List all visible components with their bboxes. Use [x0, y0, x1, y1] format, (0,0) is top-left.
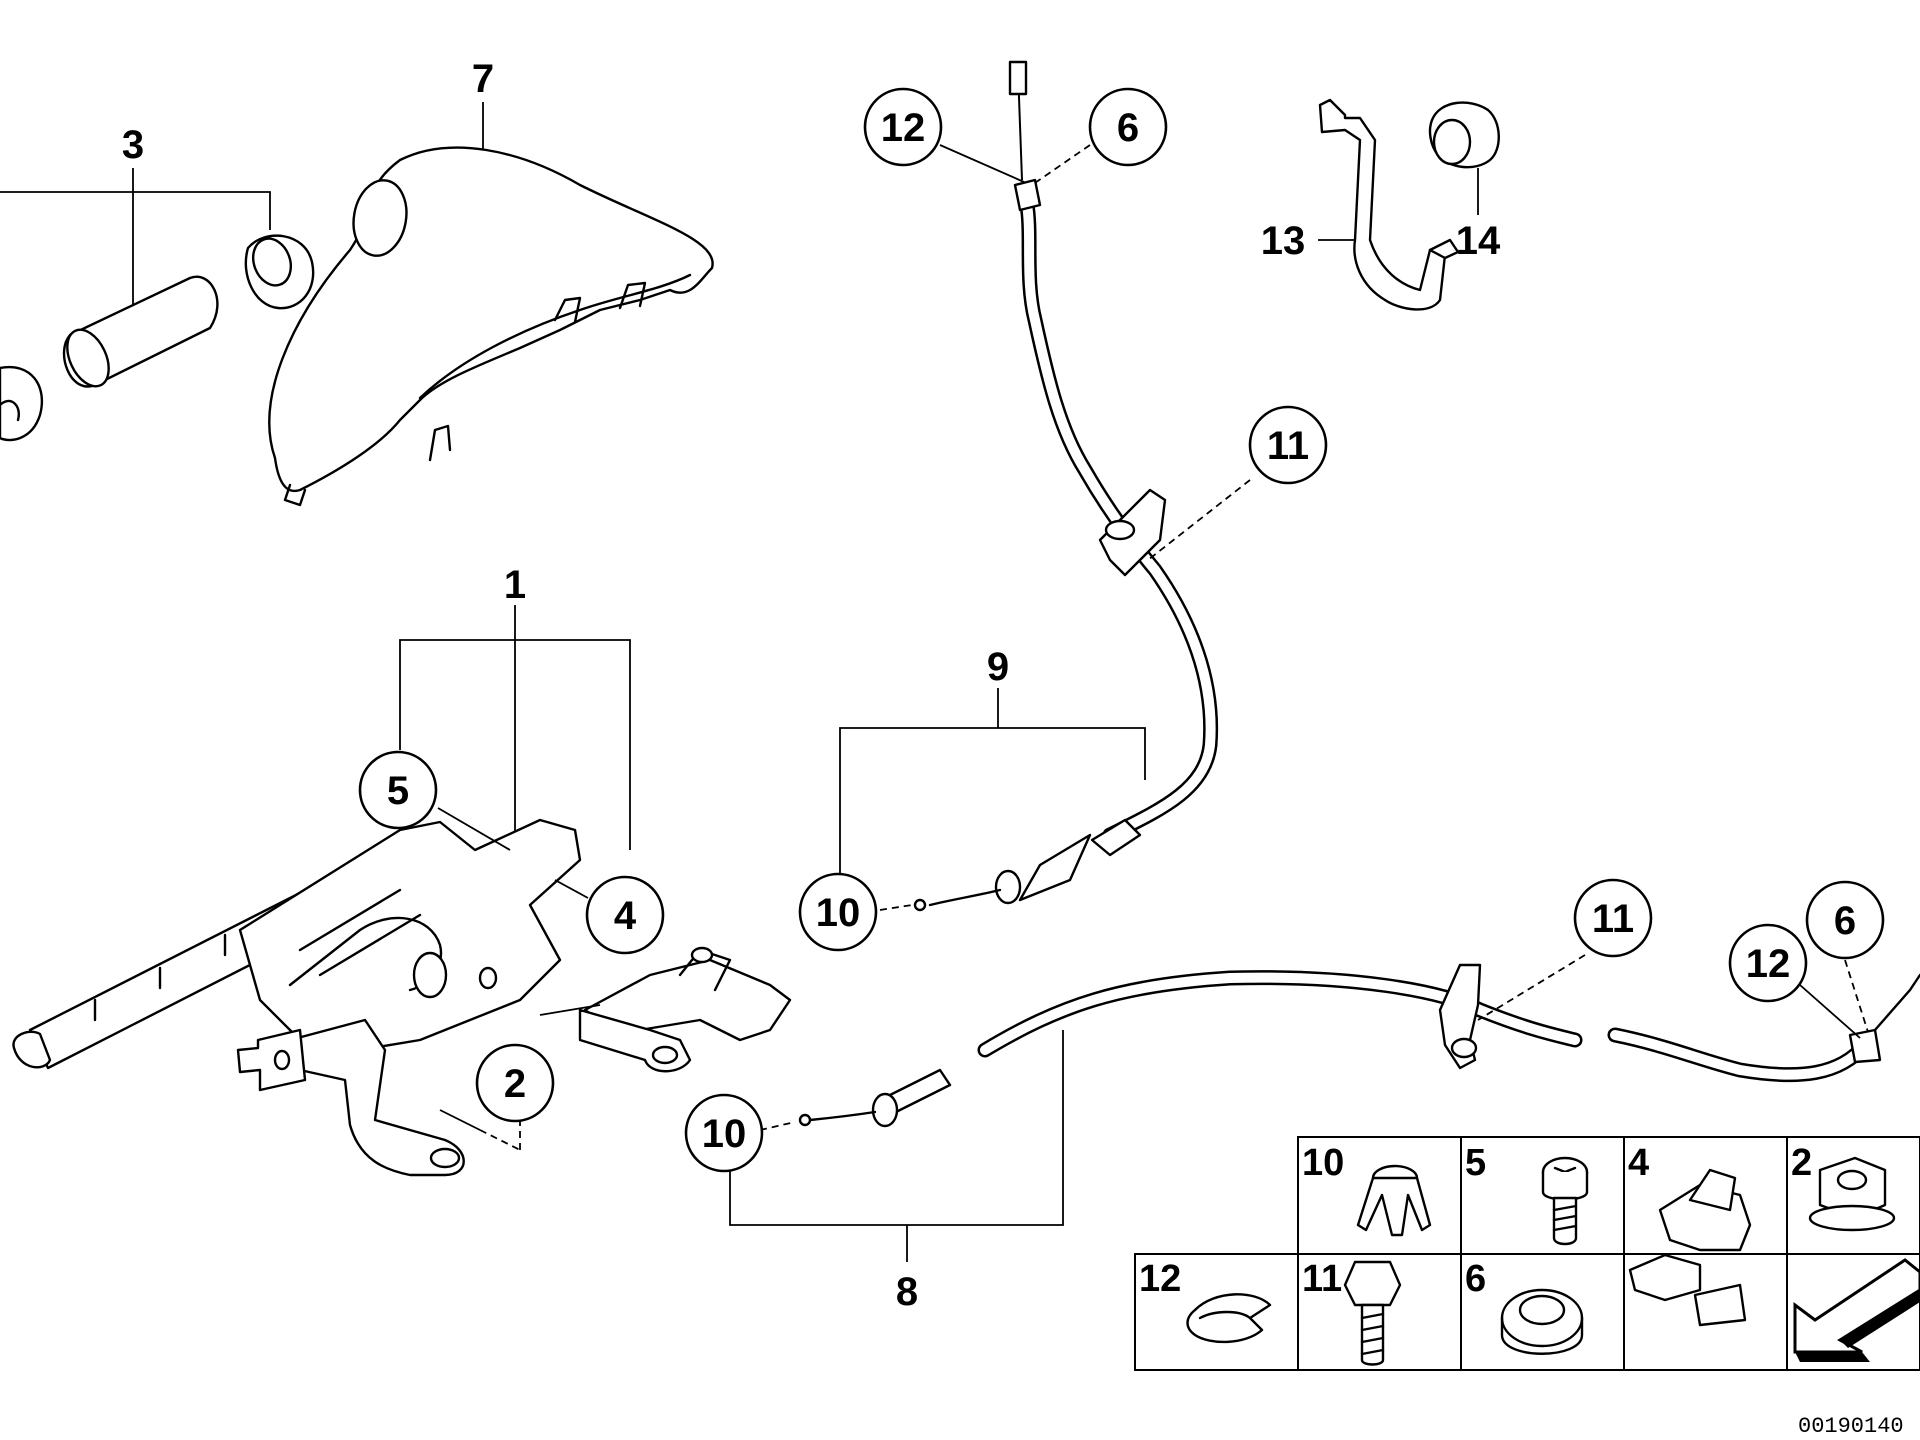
callout-10-upper: 10 [798, 872, 878, 952]
orientation-arrow-icon [1793, 1258, 1920, 1362]
svg-text:11: 11 [1592, 897, 1634, 941]
svg-text:10: 10 [816, 891, 861, 935]
callout-11-top: 11 [1248, 405, 1328, 485]
part-13-label: 13 [1261, 219, 1306, 263]
part-7-label: 7 [472, 57, 494, 101]
handbrake-lever-assembly: 1 [12, 563, 792, 1177]
handbrake-cable-right: 8 [729, 963, 1920, 1314]
legend-label-12: 12 [1139, 1258, 1181, 1300]
grommet-icon [1500, 1288, 1584, 1355]
part-9-label: 9 [987, 645, 1009, 689]
svg-text:6: 6 [1834, 899, 1856, 943]
callout-12-right: 12 [1728, 923, 1808, 1003]
legend-label-2: 2 [1791, 1142, 1812, 1184]
callout-4: 4 [585, 875, 665, 955]
document-number: 00190140 [1798, 1414, 1904, 1439]
part-14-label: 14 [1456, 219, 1501, 263]
part-8-label: 8 [896, 1270, 918, 1314]
screw-icon [1541, 1156, 1589, 1246]
svg-text:2: 2 [504, 1062, 526, 1106]
callout-2: 2 [475, 1043, 555, 1123]
flange-nut-icon [1808, 1156, 1896, 1232]
svg-text:6: 6 [1117, 106, 1139, 150]
retaining-clip-icon [1186, 1293, 1272, 1344]
svg-text:11: 11 [1267, 424, 1309, 468]
cable-clamp-icon [1628, 1168, 1752, 1327]
legend-label-4: 4 [1628, 1142, 1649, 1184]
callout-5: 5 [358, 750, 438, 830]
callout-10-lower: 10 [684, 1093, 764, 1173]
callout-6-top: 6 [1088, 87, 1168, 167]
callout-6-right: 6 [1805, 880, 1885, 960]
svg-text:10: 10 [702, 1112, 747, 1156]
hex-bolt-icon [1343, 1260, 1402, 1366]
callout-11-right: 11 [1573, 878, 1653, 958]
legend-label-5: 5 [1465, 1142, 1486, 1184]
handle-sleeve-group: 3 [0, 123, 315, 442]
hardware-legend: 10 5 4 2 12 11 6 [1134, 1136, 1920, 1371]
svg-text:4: 4 [614, 894, 637, 938]
legend-label-10: 10 [1302, 1142, 1344, 1184]
center-console-cover: 7 [268, 57, 714, 507]
callout-12-top: 12 [863, 87, 943, 167]
part-3-label: 3 [122, 123, 144, 167]
part-1-label: 1 [504, 563, 526, 607]
handbrake-cable-left: 9 [839, 60, 1219, 912]
svg-text:12: 12 [1746, 942, 1791, 986]
legend-label-11: 11 [1302, 1258, 1342, 1300]
expanding-clip-icon [1356, 1164, 1432, 1237]
legend-label-6: 6 [1465, 1258, 1486, 1300]
svg-text:12: 12 [881, 106, 926, 150]
bracket-and-grommet: 13 14 [1261, 98, 1501, 311]
svg-text:5: 5 [387, 769, 409, 813]
callout-leaders [437, 144, 1869, 1151]
